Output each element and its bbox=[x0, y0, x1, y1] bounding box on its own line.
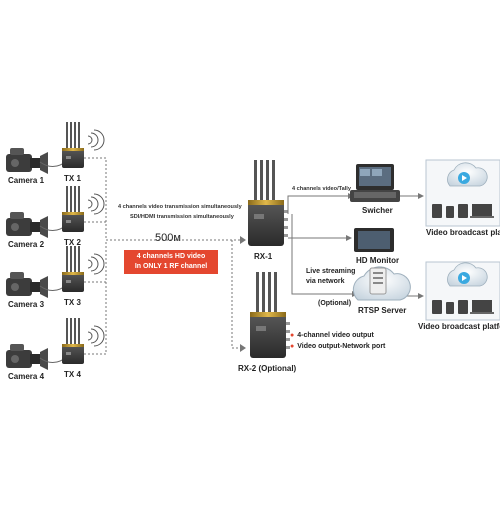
tx-link-line bbox=[84, 157, 107, 240]
tx-label: TX 4 bbox=[64, 370, 81, 379]
rtsp-server-icon bbox=[352, 266, 411, 301]
platform-top-icon bbox=[425, 159, 500, 227]
hd-monitor-label: HD Monitor bbox=[356, 256, 400, 265]
tx-label: TX 2 bbox=[64, 238, 81, 247]
rx2-feature-1: ●4-channel video output bbox=[290, 332, 374, 339]
via-network-label: via network bbox=[306, 278, 345, 285]
rx2-feature-text: Video output-Network port bbox=[297, 343, 386, 350]
tx-unit-icon bbox=[61, 185, 105, 233]
tx-unit-icon bbox=[61, 317, 105, 365]
switcher-laptop-icon bbox=[350, 164, 400, 202]
camera-icon bbox=[6, 272, 48, 298]
bullet-dot-icon: ● bbox=[290, 332, 295, 339]
camera-label: Camera 3 bbox=[8, 300, 45, 309]
rtsp-link-line bbox=[291, 214, 354, 295]
optional-label: (Optional) bbox=[318, 300, 352, 307]
distance-label: 500ᴍ bbox=[155, 232, 181, 244]
camera-group-1 bbox=[6, 121, 107, 240]
camera-label: Camera 2 bbox=[8, 240, 45, 249]
live-streaming-label: Live streaming bbox=[306, 268, 356, 275]
tx-link-line bbox=[84, 282, 107, 355]
tx-link-line bbox=[84, 240, 107, 283]
main-link-arrow-icon bbox=[240, 236, 246, 244]
tx-label: TX 1 bbox=[64, 174, 81, 183]
switcher-link-line bbox=[287, 195, 350, 214]
hd-video-badge: 4 channels HD video In ONLY 1 RF channel bbox=[124, 250, 218, 274]
bullet-dot-icon: ● bbox=[290, 343, 295, 350]
rx1-label: RX-1 bbox=[254, 252, 273, 261]
rx1-device-icon bbox=[248, 160, 288, 246]
rx2-device-icon bbox=[250, 272, 290, 358]
platform-top-label: Video broadcast platform bbox=[426, 228, 500, 237]
platform-bottom-icon bbox=[425, 261, 500, 321]
rx2-feature-text: 4-channel video output bbox=[297, 332, 374, 339]
tx-unit-icon bbox=[61, 121, 105, 169]
badge-line-2: In ONLY 1 RF channel bbox=[134, 263, 208, 270]
platform-top-arrow-icon bbox=[418, 193, 424, 199]
monitor-arrow-icon bbox=[346, 235, 352, 241]
rx2-link-line bbox=[231, 240, 240, 349]
camera-label: Camera 4 bbox=[8, 372, 45, 381]
rx2-link-arrow-icon bbox=[240, 344, 246, 352]
camera-icon bbox=[6, 344, 48, 370]
tally-label: 4 channels video/Tally bbox=[292, 186, 351, 192]
switcher-label: Swicher bbox=[362, 206, 393, 215]
tx-unit-icon bbox=[61, 245, 105, 293]
platform-bottom-arrow-icon bbox=[418, 293, 424, 299]
rx2-label: RX-2 (Optional) bbox=[238, 364, 297, 373]
camera-icon bbox=[6, 148, 48, 174]
rx2-feature-2: ●Video output-Network port bbox=[290, 343, 385, 350]
platform-bottom-label: Video broadcast platform bbox=[418, 322, 500, 331]
link-caption-2: SDI/HDMI transmission simultaneously bbox=[130, 214, 234, 220]
camera-icon bbox=[6, 212, 48, 238]
badge-line-1: 4 channels HD video bbox=[136, 253, 206, 260]
hd-monitor-icon bbox=[354, 228, 394, 252]
camera-group-4 bbox=[6, 282, 107, 370]
link-caption-1: 4 channels video transmission simultaneo… bbox=[118, 204, 242, 210]
camera-label: Camera 1 bbox=[8, 176, 45, 185]
camera-group-2 bbox=[6, 185, 106, 238]
rtsp-server-label: RTSP Server bbox=[358, 306, 407, 315]
tx-label: TX 3 bbox=[64, 298, 81, 307]
